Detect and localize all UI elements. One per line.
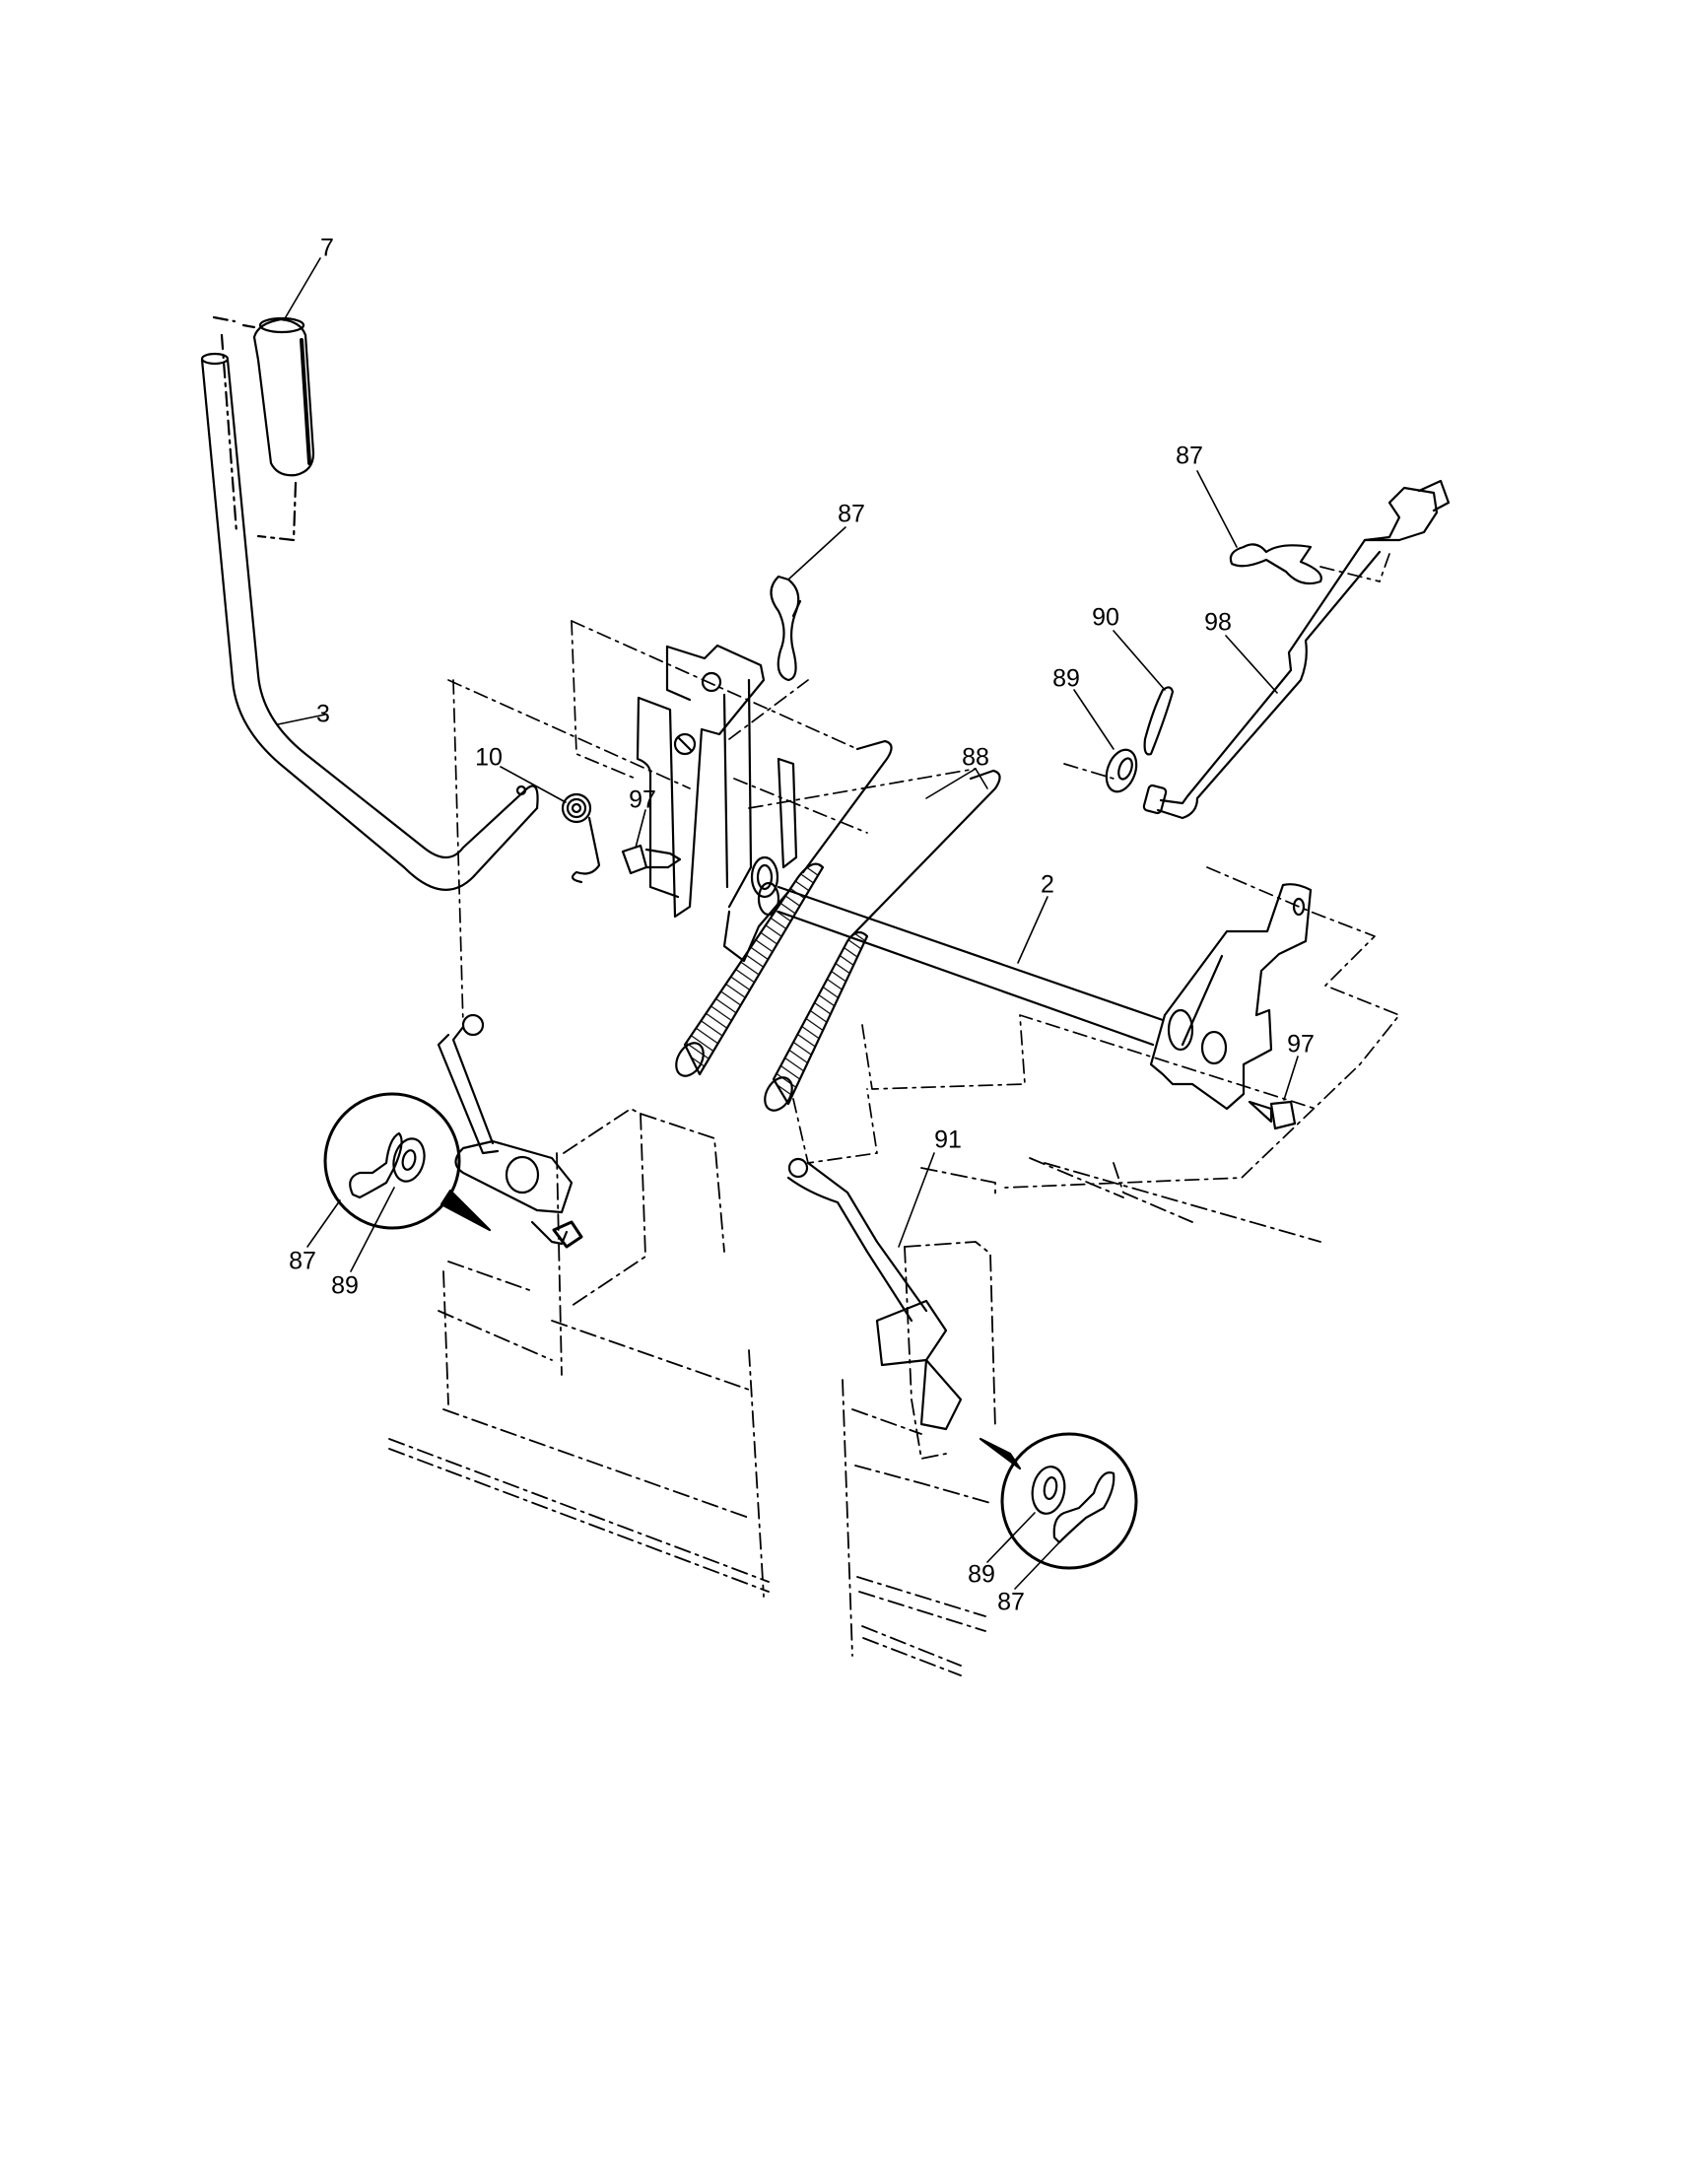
assembly-guidelines	[447, 553, 1400, 1189]
hairpin-clip-icon[interactable]	[1196, 470, 1322, 585]
pivot-bracket-icon[interactable]	[636, 644, 798, 963]
bolt-icon[interactable]	[621, 809, 682, 875]
detail-magnifier-left[interactable]	[306, 1092, 492, 1272]
callout-87[interactable]: 87	[838, 500, 865, 528]
lift-lever-icon[interactable]	[200, 352, 539, 891]
callout-2[interactable]: 2	[1041, 870, 1054, 899]
callout-88[interactable]: 88	[962, 743, 989, 772]
adjust-rod-icon[interactable]	[1142, 479, 1451, 820]
callout-89[interactable]: 89	[1052, 664, 1080, 693]
callout-98[interactable]: 98	[1204, 608, 1232, 637]
deck-plate-right	[842, 1157, 1321, 1676]
callout-87[interactable]: 87	[1176, 442, 1203, 470]
lift-shaft-icon[interactable]	[757, 881, 1165, 1047]
extension-spring-icon[interactable]	[671, 739, 1001, 1116]
cotter-clip-icon[interactable]	[1113, 630, 1175, 756]
torsion-spring-icon[interactable]	[500, 766, 601, 884]
callout-97[interactable]: 97	[629, 785, 656, 814]
callout-10[interactable]: 10	[475, 743, 503, 772]
callout-89[interactable]: 89	[331, 1271, 359, 1300]
callout-90[interactable]: 90	[1092, 603, 1119, 632]
callout-87[interactable]: 87	[289, 1247, 316, 1275]
right-lift-arm-icon[interactable]	[1149, 883, 1313, 1111]
bolt-icon[interactable]	[1248, 1056, 1299, 1130]
washer-icon[interactable]	[1073, 689, 1142, 795]
callout-3[interactable]: 3	[316, 700, 330, 728]
callout-97[interactable]: 97	[1287, 1030, 1315, 1058]
handle-grip-icon[interactable]	[212, 315, 315, 542]
deck-plate-left	[388, 1108, 770, 1598]
callout-87[interactable]: 87	[997, 1588, 1025, 1616]
lift-link-icon[interactable]	[786, 1152, 963, 1431]
detail-magnifier-right[interactable]	[979, 1432, 1138, 1590]
callout-89[interactable]: 89	[968, 1560, 995, 1589]
callout-7[interactable]: 7	[320, 234, 334, 262]
callout-91[interactable]: 91	[934, 1126, 962, 1154]
hairpin-clip-icon[interactable]	[770, 526, 846, 682]
